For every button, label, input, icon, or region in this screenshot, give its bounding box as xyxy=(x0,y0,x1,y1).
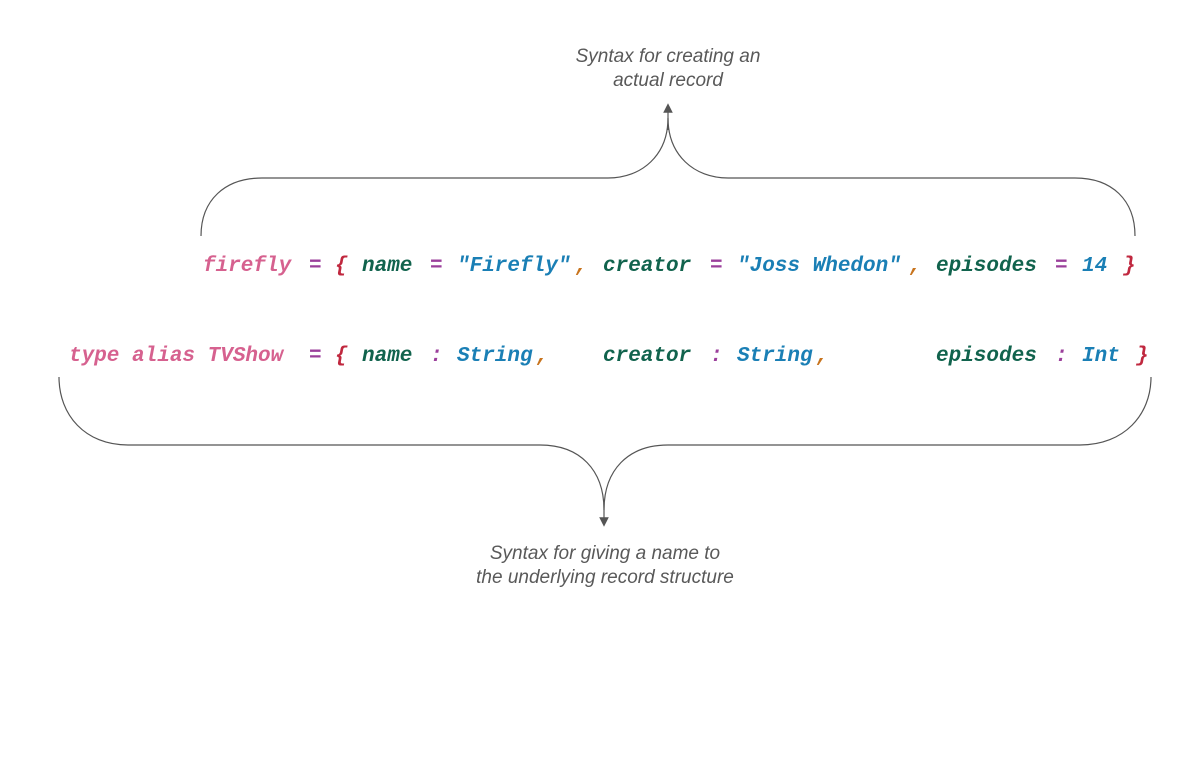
code-token-brace: } xyxy=(1136,345,1149,368)
code-token-field: episodes xyxy=(936,255,1037,278)
code-token-colon: : xyxy=(430,345,443,368)
bottom-brace xyxy=(58,376,1152,511)
code-token-number: 14 xyxy=(1082,255,1108,278)
code-token-type: Int xyxy=(1082,345,1120,368)
code-token-operator: = xyxy=(1055,255,1068,278)
code-token-field: name xyxy=(362,255,413,278)
caption-line: actual record xyxy=(613,70,723,91)
code-token-keyword: type alias TVShow xyxy=(69,345,284,368)
code-token-colon: : xyxy=(710,345,723,368)
code-token-brace: { xyxy=(335,345,348,368)
code-token-operator: = xyxy=(309,255,322,278)
code-token-field: creator xyxy=(603,255,692,278)
code-token-comma: , xyxy=(575,255,588,278)
code-token-comma: , xyxy=(909,255,922,278)
code-token-operator: = xyxy=(430,255,443,278)
code-token-variable: firefly xyxy=(203,255,292,278)
record-syntax-caption: Syntax for creating an actual record xyxy=(518,45,818,93)
code-token-type: String xyxy=(737,345,813,368)
code-token-field: episodes xyxy=(936,345,1037,368)
caption-line: Syntax for giving a name to xyxy=(489,543,721,564)
code-token-field: creator xyxy=(603,345,692,368)
code-token-string: "Firefly" xyxy=(457,255,571,278)
record-code-line: firefly = { name = "Firefly" , creator =… xyxy=(0,254,1202,280)
caption-line: the underlying record structure xyxy=(476,567,734,588)
code-token-operator: = xyxy=(309,345,322,368)
caption-line: Syntax for creating an xyxy=(575,46,761,67)
code-token-brace: { xyxy=(335,255,348,278)
type-alias-code-line: type alias TVShow = { name : String , cr… xyxy=(0,344,1202,370)
brace-diagram xyxy=(58,103,1152,527)
code-token-string: "Joss Whedon" xyxy=(737,255,901,278)
top-brace xyxy=(200,117,1136,237)
code-token-type: String xyxy=(457,345,533,368)
code-token-field: name xyxy=(362,345,413,368)
code-token-comma: , xyxy=(816,345,829,368)
code-token-colon: : xyxy=(1055,345,1068,368)
code-token-comma: , xyxy=(536,345,549,368)
code-token-operator: = xyxy=(710,255,723,278)
code-token-brace: } xyxy=(1123,255,1136,278)
type-alias-syntax-caption: Syntax for giving a name to the underlyi… xyxy=(445,542,765,590)
